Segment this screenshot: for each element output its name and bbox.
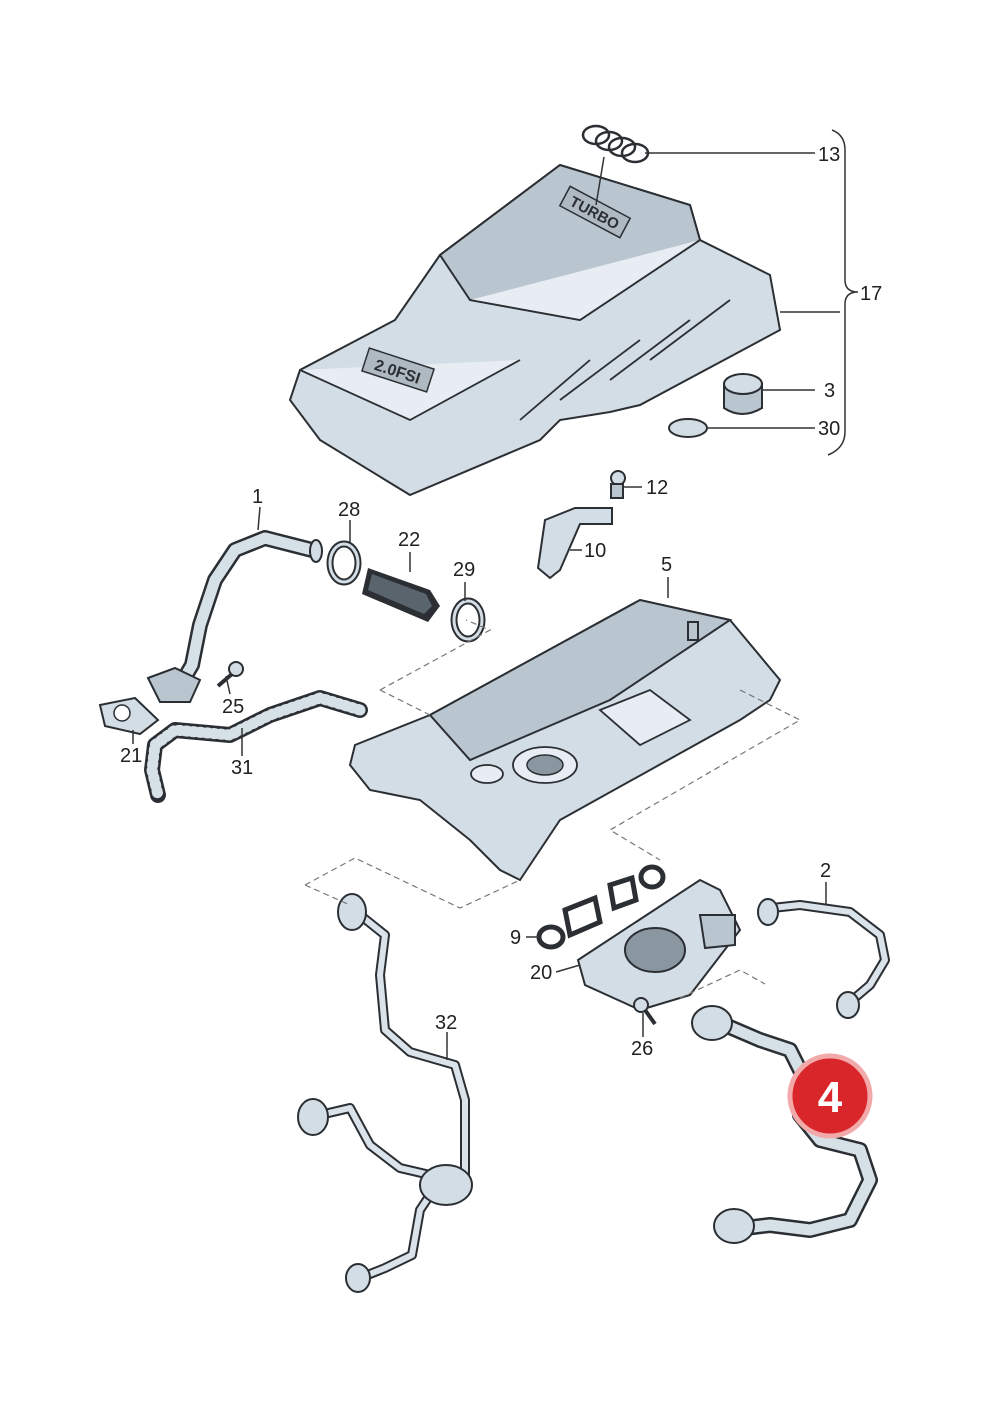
bracket xyxy=(536,507,613,580)
callout-32[interactable]: 32 xyxy=(435,1012,457,1034)
engine-cover xyxy=(288,163,782,497)
callout-30[interactable]: 30 xyxy=(818,418,840,440)
hose-clamp-28 xyxy=(326,540,362,586)
callout-10[interactable]: 10 xyxy=(584,540,606,562)
callout-12[interactable]: 12 xyxy=(646,477,668,499)
hose-clamp-29 xyxy=(450,597,486,643)
callout-21[interactable]: 21 xyxy=(120,745,142,767)
callout-26[interactable]: 26 xyxy=(631,1038,653,1060)
highlight-callout-4[interactable]: 4 xyxy=(787,1053,873,1139)
connecting-hose-22 xyxy=(362,568,440,622)
vent-hose-31 xyxy=(144,690,368,803)
cylinder-head-cover xyxy=(348,598,782,882)
callout-labels: 13 17 3 30 12 10 5 1 28 22 29 25 21 31 2… xyxy=(120,144,882,1060)
assembly-guides xyxy=(304,619,802,999)
ball-stud xyxy=(610,470,626,499)
callout-9[interactable]: 9 xyxy=(510,927,521,949)
callout-4: 4 xyxy=(818,1073,843,1122)
grommet xyxy=(668,418,708,438)
callout-13[interactable]: 13 xyxy=(818,144,840,166)
callout-25[interactable]: 25 xyxy=(222,696,244,718)
flange-gasket xyxy=(98,696,160,736)
callout-17[interactable]: 17 xyxy=(860,283,882,305)
oil-separator xyxy=(576,878,742,1012)
callout-1[interactable]: 1 xyxy=(252,486,263,508)
callout-2[interactable]: 2 xyxy=(820,860,831,882)
callout-22[interactable]: 22 xyxy=(398,529,420,551)
breather-hose-4 xyxy=(691,1005,878,1244)
leader-lines xyxy=(132,129,859,1060)
emblem-rings xyxy=(581,124,650,164)
callout-5[interactable]: 5 xyxy=(661,554,672,576)
callout-31[interactable]: 31 xyxy=(231,757,253,779)
callout-20[interactable]: 20 xyxy=(530,962,552,984)
callout-29[interactable]: 29 xyxy=(453,559,475,581)
bolt-26 xyxy=(633,997,657,1026)
bolt-25 xyxy=(216,661,244,688)
callout-28[interactable]: 28 xyxy=(338,499,360,521)
vent-pipe-32 xyxy=(297,893,473,1293)
breather-hose-1 xyxy=(146,530,323,703)
breather-hose-2 xyxy=(757,898,890,1019)
callout-3[interactable]: 3 xyxy=(824,380,835,402)
rubber-bush xyxy=(723,373,763,415)
